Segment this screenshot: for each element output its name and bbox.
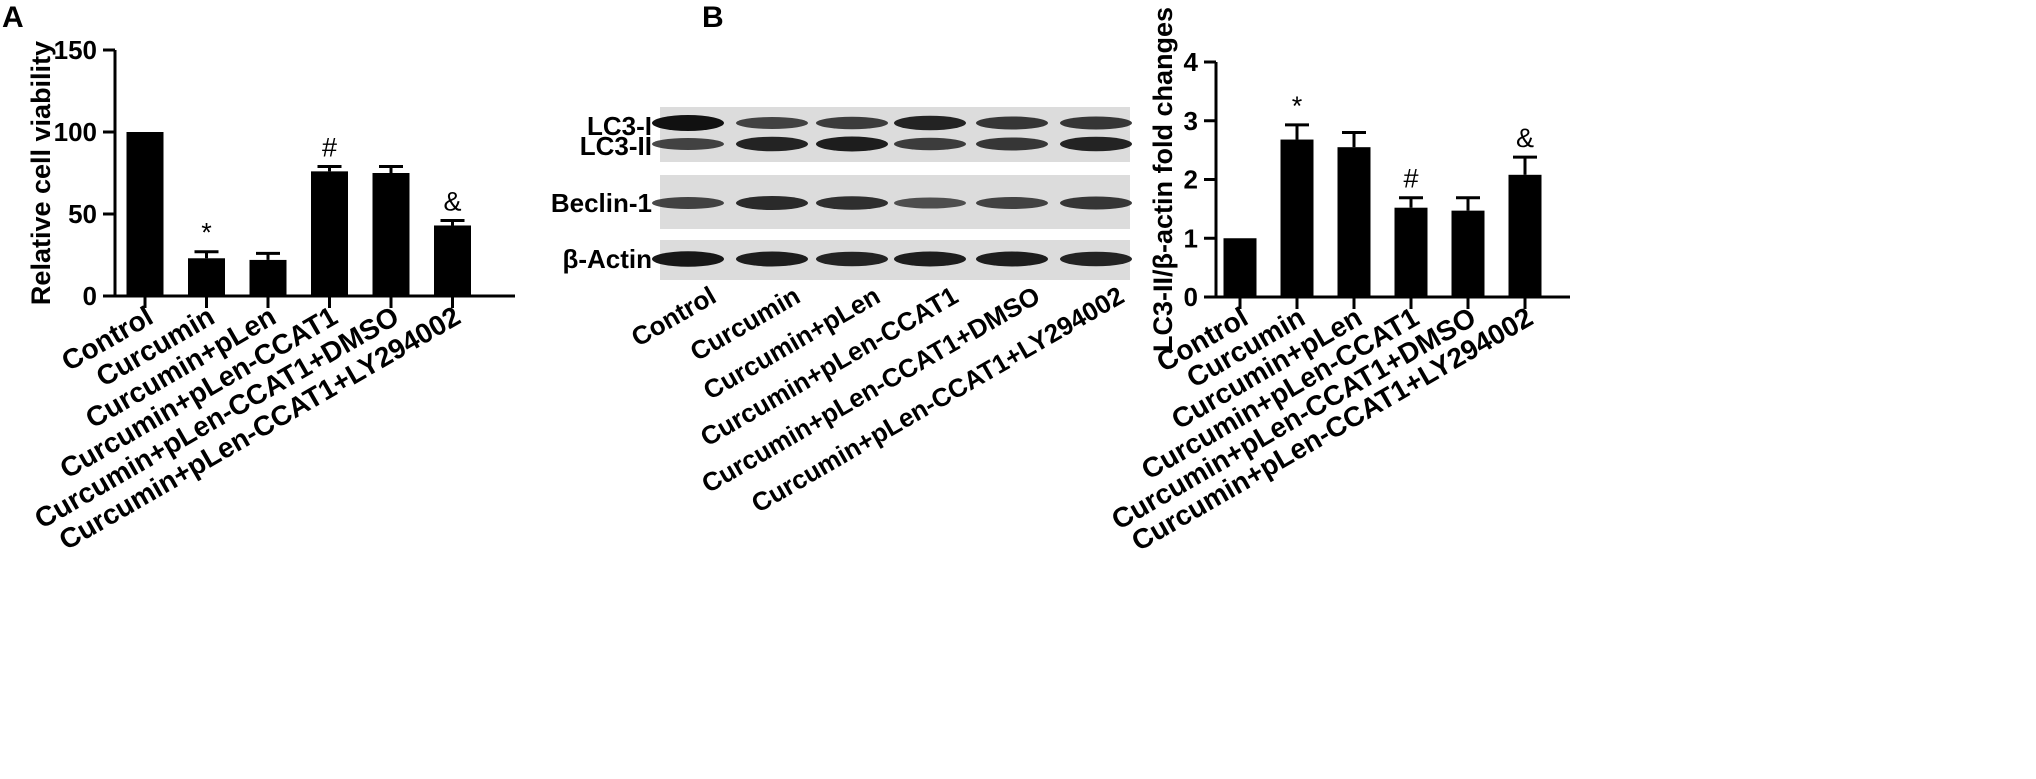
y-tick-label: 150 — [54, 35, 97, 65]
significance-label: & — [443, 187, 461, 217]
blot-band — [736, 136, 808, 152]
blot-band — [894, 137, 966, 151]
blot-band — [816, 116, 888, 130]
significance-label: * — [1292, 91, 1303, 121]
blot-band — [652, 251, 724, 267]
blot-band — [816, 196, 888, 210]
significance-label: & — [1516, 123, 1534, 153]
bar — [311, 171, 348, 296]
blot-band — [976, 116, 1048, 130]
blot-band — [1060, 196, 1132, 210]
blot-row-label: LC3-I — [587, 111, 652, 141]
blot-band — [976, 251, 1048, 267]
blot-band — [894, 251, 966, 267]
y-tick-label: 100 — [54, 117, 97, 147]
blot-band — [1060, 251, 1132, 267]
blot-band — [736, 196, 808, 210]
bar — [1337, 147, 1371, 297]
bar — [434, 225, 471, 296]
significance-label: * — [201, 218, 212, 248]
bar — [1508, 174, 1542, 297]
bar — [1451, 210, 1485, 297]
western-blot: LC3-ILC3-IIBeclin-1β-ActinControlCurcumi… — [551, 107, 1132, 519]
significance-label: # — [322, 132, 337, 162]
y-tick-label: 50 — [68, 199, 97, 229]
bar — [1223, 238, 1257, 297]
y-tick-label: 2 — [1184, 165, 1198, 195]
y-tick-label: 4 — [1184, 47, 1199, 77]
blot-band — [976, 197, 1048, 209]
bar — [372, 173, 410, 296]
blot-band — [1060, 136, 1132, 152]
bar — [1394, 207, 1428, 297]
blot-band — [894, 197, 966, 209]
bar — [188, 258, 225, 296]
blot-band — [976, 137, 1048, 151]
blot-row-label: β-Actin — [562, 244, 652, 274]
blot-band — [1060, 116, 1132, 130]
y-tick-label: 0 — [1184, 282, 1198, 312]
y-axis-title: Relative cell viability — [26, 41, 56, 305]
blot-band — [736, 251, 808, 267]
panel-label-a: A — [2, 1, 24, 34]
blot-band — [736, 117, 808, 129]
bar — [1280, 139, 1314, 297]
blot-row-label: LC3-II — [580, 131, 652, 161]
blot-band — [816, 136, 888, 152]
blot-band — [652, 138, 724, 150]
y-tick-label: 3 — [1184, 106, 1198, 136]
significance-label: # — [1403, 164, 1418, 194]
blot-panel — [660, 107, 1130, 162]
blot-band — [816, 251, 888, 267]
bar — [249, 259, 287, 296]
blot-band — [652, 197, 724, 209]
y-axis-title: LC3-II/β-actin fold changes — [1148, 7, 1178, 352]
y-tick-label: 1 — [1184, 223, 1198, 253]
bar — [126, 132, 164, 296]
blot-band — [652, 115, 724, 131]
panel-label-b: B — [702, 1, 724, 34]
y-tick-label: 0 — [83, 281, 97, 311]
blot-row-label: Beclin-1 — [551, 188, 652, 218]
blot-band — [894, 115, 966, 131]
